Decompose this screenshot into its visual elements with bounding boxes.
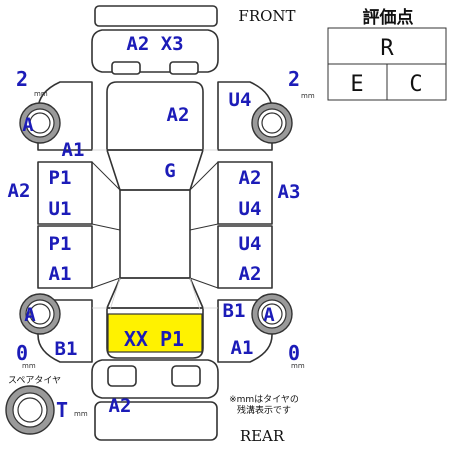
damage-right-front-door-1: A2 [239,167,262,189]
tire-spare [5,385,55,435]
grade-box: 評価点 R E C [327,7,447,101]
windshield-panel [106,149,204,191]
grade-exterior: E [350,72,363,97]
mm-unit-spare: mm [74,410,88,418]
damage-right-front-fender-side: A3 [278,181,301,203]
damage-left-rear-fender: B1 [55,338,78,360]
roof-panel [119,189,191,279]
tire-front-left [19,102,61,144]
damage-left-rear-door-1: P1 [49,233,72,255]
damage-rear-bumper: A2 [109,395,132,417]
tread-note-line2: 残溝表示です [237,404,291,416]
mm-unit-front-right: mm [301,92,315,100]
grade-title: 評価点 [363,7,414,28]
damage-roof: G [164,160,175,182]
damage-codes: A2 X3 A2 U4 A1 G A2 A3 P1 U1 P1 A1 A2 U4… [8,33,301,417]
right-taillight [171,365,201,387]
front-label: FRONT [238,7,295,25]
spare-tire-label: スペアタイヤ [8,375,61,386]
damage-right-rear-fender: A1 [231,337,254,359]
tread-front-right: 2 [288,67,300,91]
rear-window-panel [106,277,204,309]
damage-left-rear-door-2: A1 [49,263,72,285]
left-rear-door [37,225,93,289]
grade-overall: R [380,36,394,61]
car-outline [37,5,273,441]
damage-right-front-door-2: U4 [239,198,262,220]
mm-unit-rear-left: mm [22,362,36,370]
rear-bumper-panel [91,359,219,399]
right-rear-quarter [217,299,273,363]
left-headlight [111,61,141,75]
damage-right-rear-door-1: U4 [239,233,262,255]
damage-left-front-door-2: U1 [49,198,72,220]
damage-front-right-fender: U4 [229,89,252,111]
left-front-door [37,161,93,225]
tire-front-right [251,102,293,144]
mm-unit-rear-right: mm [291,362,305,370]
right-rear-door [217,225,273,289]
tire-rear-left [19,293,61,335]
tire-code-rear-left: A [24,304,36,326]
damage-front-bumper: A2 X3 [126,33,183,55]
front-grille-panel [94,5,218,27]
damage-trunk: XX P1 [124,327,184,351]
tire-code-front-left: A [22,114,34,136]
damage-left-front-pillar: A1 [62,139,85,161]
damage-right-rear-pillar: B1 [223,300,246,322]
tread-rear-right: 0 [288,341,300,365]
hood-panel [106,81,204,151]
tread-note-line1: ※mmはタイヤの [229,394,299,405]
left-front-quarter [37,81,93,151]
front-bumper-panel [91,29,219,73]
right-front-door [217,161,273,225]
right-front-quarter [217,81,273,151]
tire-code-rear-right: A [263,304,275,326]
damage-left-front-door-1: P1 [49,167,72,189]
tread-spare: T [56,398,68,422]
rear-lower-panel [94,401,218,441]
tread-rear-left: 0 [16,341,28,365]
damage-hood: A2 [167,104,190,126]
left-rear-quarter [37,299,93,363]
tire-rear-right [251,293,293,335]
left-taillight [107,365,137,387]
tread-front-left: 2 [16,67,28,91]
right-headlight [169,61,199,75]
mm-unit-front-left: mm [34,90,48,98]
damage-left-front-fender-side: A2 [8,180,31,202]
grade-interior: C [409,72,422,97]
rear-label: REAR [240,427,285,445]
damage-right-rear-door-2: A2 [239,263,262,285]
trunk-highlight [107,313,203,353]
